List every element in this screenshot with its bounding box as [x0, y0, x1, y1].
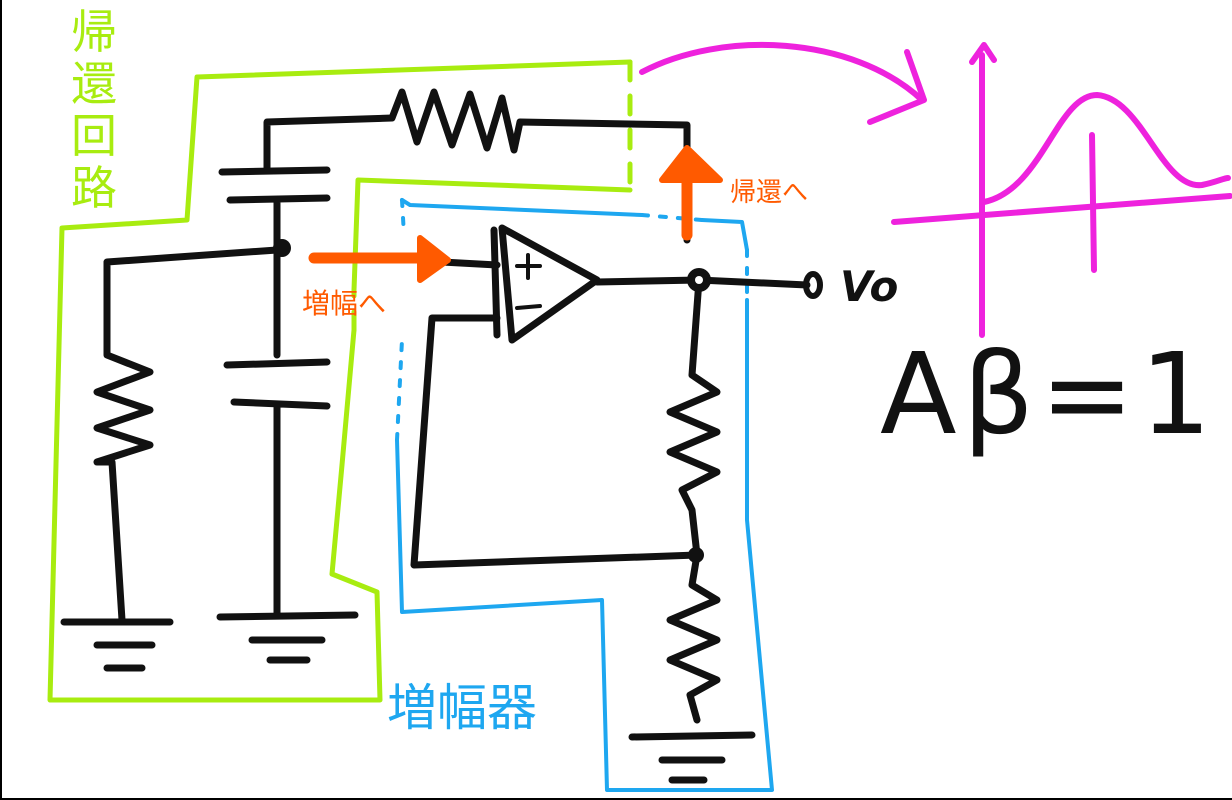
to-feedback-label: 帰還へ: [730, 178, 809, 208]
shunt-capacitor: [223, 358, 331, 619]
op-amp-plus: [515, 253, 542, 280]
gain-resistor-rg: [666, 551, 721, 724]
series-resistor-wire: [263, 88, 691, 244]
junction-node: [688, 547, 704, 563]
ground-symbol: [216, 611, 359, 664]
amplifier-label: 増幅器: [387, 679, 537, 737]
ground-symbol: [60, 618, 174, 672]
feedback-boundary-dashed: [351, 59, 633, 333]
transfer-arrow: [639, 41, 925, 103]
frequency-response-curve: [981, 92, 1231, 205]
arrow-to-amplifier-head: [417, 235, 451, 283]
noninverting-input-wire: [438, 258, 501, 269]
output-node-inner: [695, 276, 703, 284]
output-terminal: [803, 271, 823, 299]
gain-resistor-rf: [666, 276, 721, 559]
series-capacitor: [218, 166, 331, 359]
inverting-feedback-wire: [410, 314, 701, 569]
ground-symbol: [628, 731, 756, 784]
y-axis: [969, 42, 997, 338]
resonance-marker: [1089, 132, 1097, 273]
output-voltage-label: Vo: [840, 262, 899, 311]
arrow-to-feedback-head: [659, 145, 723, 183]
to-amplifier-label: 増幅へ: [302, 287, 387, 320]
feedback-circuit-label: 帰還回路: [71, 5, 117, 215]
oscillation-condition: Aβ=1: [880, 330, 1218, 460]
shunt-resistor: [93, 246, 281, 624]
junction-node: [273, 239, 291, 257]
op-amp: [490, 224, 601, 344]
x-axis: [891, 193, 1232, 225]
amplifier-boundary: [395, 198, 774, 792]
op-amp-minus: [515, 304, 542, 310]
amplifier-boundary-dashed: [395, 198, 749, 442]
transfer-arrow-head: [867, 49, 927, 125]
